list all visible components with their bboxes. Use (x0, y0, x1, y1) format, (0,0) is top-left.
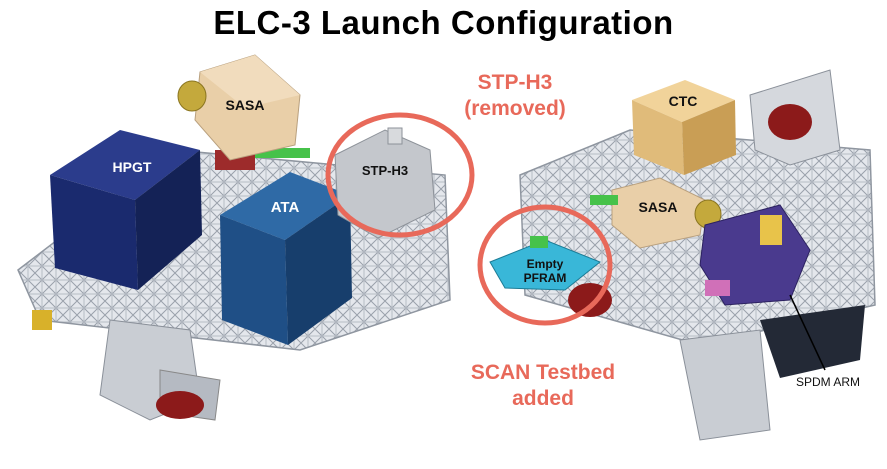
scan-yellow-component (760, 215, 782, 245)
stp-removed-line2: (removed) (440, 96, 590, 122)
stp-removed-callout: STP-H3 (removed) (440, 70, 590, 122)
right-green-component (590, 195, 618, 205)
label-ctc: CTC (669, 93, 698, 109)
label-empty: Empty (527, 257, 564, 271)
label-hpgt: HPGT (113, 159, 152, 175)
label-stp-h3: STP-H3 (362, 163, 408, 178)
scan-added-callout: SCAN Testbed added (448, 360, 638, 412)
pfram-green-connector (530, 236, 548, 248)
right-lower-structure (680, 330, 770, 440)
left-red-disc (156, 391, 204, 419)
label-ata: ATA (271, 199, 300, 216)
scan-added-line2: added (448, 386, 638, 412)
label-pfram: PFRAM (524, 271, 567, 285)
scan-pink-component (705, 280, 730, 296)
stp-h3-post (388, 128, 402, 144)
scan-added-line1: SCAN Testbed (448, 360, 638, 386)
left-yellow-component (32, 310, 52, 330)
label-spdm-arm: SPDM ARM (796, 375, 860, 389)
label-sasa-left: SASA (226, 97, 265, 113)
sasa-left-antenna (178, 81, 206, 111)
stp-removed-line1: STP-H3 (440, 70, 590, 96)
label-sasa-right: SASA (639, 199, 678, 215)
right-red-disc (768, 104, 812, 140)
